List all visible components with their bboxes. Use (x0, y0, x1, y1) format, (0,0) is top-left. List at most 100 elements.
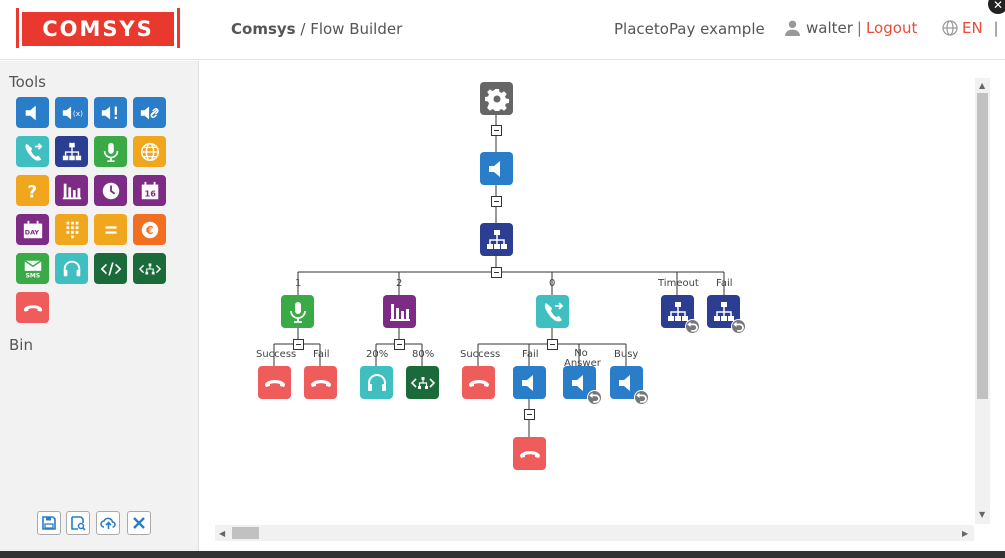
euro-icon: € (141, 221, 158, 238)
tool-hangup[interactable] (16, 292, 49, 323)
tool-record[interactable] (94, 136, 127, 167)
tool-date-condition[interactable]: 16 (133, 175, 166, 206)
collapse-toggle[interactable] (524, 409, 535, 420)
horizontal-scrollbar[interactable] (215, 525, 974, 541)
node-transfer[interactable] (536, 295, 569, 328)
node-sub-flow[interactable] (406, 366, 439, 399)
sitemap-icon (486, 229, 507, 249)
breadcrumb-brand[interactable]: Comsys (231, 20, 296, 38)
gear-icon (484, 88, 509, 111)
node-hangup[interactable] (513, 437, 546, 470)
node-no-answer-goto-audio[interactable] (563, 366, 602, 405)
node-start-settings[interactable] (480, 82, 513, 115)
logout-link[interactable]: Logout (865, 19, 918, 37)
tool-agent-queue[interactable] (55, 253, 88, 284)
scroll-up-arrow[interactable]: ▲ (979, 81, 986, 90)
goto-back-badge (587, 390, 602, 405)
node-timeout-goto-menu[interactable] (661, 295, 700, 334)
collapse-toggle[interactable] (491, 196, 502, 207)
tool-keypad-input[interactable] (55, 214, 88, 245)
node-hangup[interactable] (258, 366, 291, 399)
branch-label: Busy (614, 349, 639, 360)
branch-label: Fail (716, 278, 733, 289)
tool-transfer[interactable] (16, 136, 49, 167)
tool-play-url[interactable] (133, 97, 166, 128)
close-icon[interactable]: ✕ (988, 0, 1005, 14)
hangup-icon (23, 304, 42, 312)
collapse-toggle[interactable] (547, 339, 558, 350)
tool-web-request[interactable] (133, 136, 166, 167)
code-icon (100, 261, 121, 276)
speaker-icon (521, 374, 533, 391)
user-area: walter|Logout (784, 19, 917, 37)
breadcrumb: Comsys / Flow Builder (231, 20, 402, 38)
speaker-variable-icon: (x) (62, 106, 83, 119)
node-hangup[interactable] (462, 366, 495, 399)
vertical-scroll-thumb[interactable] (977, 93, 988, 399)
node-record[interactable] (281, 295, 314, 328)
collapse-toggle[interactable] (491, 267, 502, 278)
sitemap-icon (62, 142, 81, 160)
tool-play-variable[interactable]: (x) (55, 97, 88, 128)
speaker-icon (488, 160, 500, 177)
collapse-toggle[interactable] (293, 339, 304, 350)
discard-button[interactable] (127, 511, 151, 535)
language-selector[interactable]: EN | (942, 19, 999, 37)
tool-menu[interactable] (55, 136, 88, 167)
phone-transfer-icon (544, 301, 563, 321)
collapse-toggle[interactable] (491, 125, 502, 136)
publish-button[interactable] (96, 511, 120, 535)
tools-title: Tools (9, 73, 46, 91)
tool-payment[interactable]: € (133, 214, 166, 245)
branch-label: No Answer (564, 348, 601, 369)
sitemap-icon (713, 301, 734, 321)
branch-label: 80% (412, 349, 435, 360)
goto-back-badge (731, 319, 746, 334)
node-agent-queue[interactable] (360, 366, 393, 399)
horizontal-scroll-thumb[interactable] (232, 527, 259, 539)
node-hangup[interactable] (304, 366, 337, 399)
comsys-logo[interactable]: COMSYS (16, 8, 180, 48)
tool-play-alert[interactable] (94, 97, 127, 128)
node-percentage-split[interactable] (383, 295, 416, 328)
tool-time-condition[interactable] (94, 175, 127, 206)
breadcrumb-page: Flow Builder (310, 20, 403, 38)
microphone-icon (289, 301, 306, 323)
save-as-button[interactable] (66, 511, 90, 535)
flow-canvas[interactable]: 1 2 0 Timeout Fail Success Fail 20% 80% … (215, 78, 990, 542)
tool-sub-flow[interactable] (133, 253, 166, 284)
scroll-left-arrow[interactable]: ◀ (219, 529, 226, 538)
save-button[interactable] (37, 511, 61, 535)
save-icon (42, 516, 56, 530)
close-icon (133, 517, 145, 529)
tool-sms[interactable]: SMS (16, 253, 49, 284)
username: walter (806, 19, 853, 37)
branch-label: 1 (295, 278, 302, 289)
tool-condition[interactable]: ? (16, 175, 49, 206)
scroll-right-arrow[interactable]: ▶ (962, 529, 969, 538)
node-play-audio[interactable] (513, 366, 546, 399)
clock-icon (102, 182, 119, 199)
undo-arrow-icon (636, 392, 647, 403)
tool-set-variable[interactable] (94, 214, 127, 245)
undo-arrow-icon (733, 321, 744, 332)
tool-code[interactable] (94, 253, 127, 284)
tool-play-audio[interactable] (16, 97, 49, 128)
node-fail-goto-menu[interactable] (707, 295, 746, 334)
tool-percentage-split[interactable] (55, 175, 88, 206)
node-play-audio[interactable] (480, 152, 513, 185)
hangup-icon (468, 379, 489, 387)
svg-text:?: ? (27, 182, 37, 201)
node-menu[interactable] (480, 223, 513, 256)
bar-chart-icon (62, 183, 81, 199)
speaker-link-icon (140, 106, 159, 119)
speaker-icon (25, 105, 36, 120)
scroll-down-arrow[interactable]: ▼ (979, 510, 986, 519)
tool-day-condition[interactable]: DAY (16, 214, 49, 245)
undo-arrow-icon (687, 321, 698, 332)
hangup-icon (310, 379, 331, 387)
collapse-toggle[interactable] (394, 339, 405, 350)
breadcrumb-separator: / (300, 20, 306, 38)
node-busy-goto-audio[interactable] (610, 366, 649, 405)
globe-icon (140, 142, 159, 161)
